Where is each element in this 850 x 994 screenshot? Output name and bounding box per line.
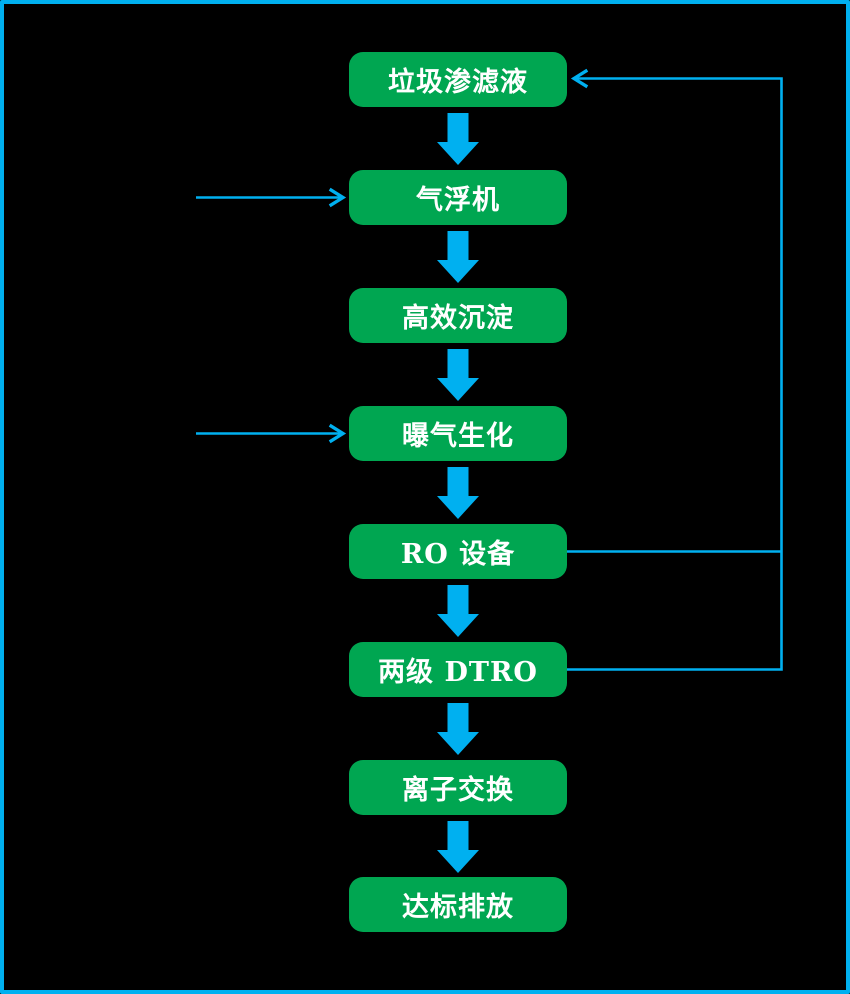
node-two-stage-dtro: 两级 DTRO [349,642,567,697]
node-leachate: 垃圾渗滤液 [349,52,567,107]
down-block-arrow-icon [437,703,479,755]
recycle-return-arrow [567,68,783,671]
down-block-arrow-icon [437,349,479,401]
down-block-arrow-icon [437,113,479,165]
node-air-flotation: 气浮机 [349,170,567,225]
down-block-arrow-icon [437,467,479,519]
node-ion-exchange: 离子交换 [349,760,567,815]
down-block-arrow-icon [437,585,479,637]
node-aeration: 曝气生化 [349,406,567,461]
node-discharge: 达标排放 [349,877,567,932]
node-sedimentation: 高效沉淀 [349,288,567,343]
down-block-arrow-icon [437,231,479,283]
node-ro-equipment: RO 设备 [349,524,567,579]
down-block-arrow-icon [437,821,479,873]
